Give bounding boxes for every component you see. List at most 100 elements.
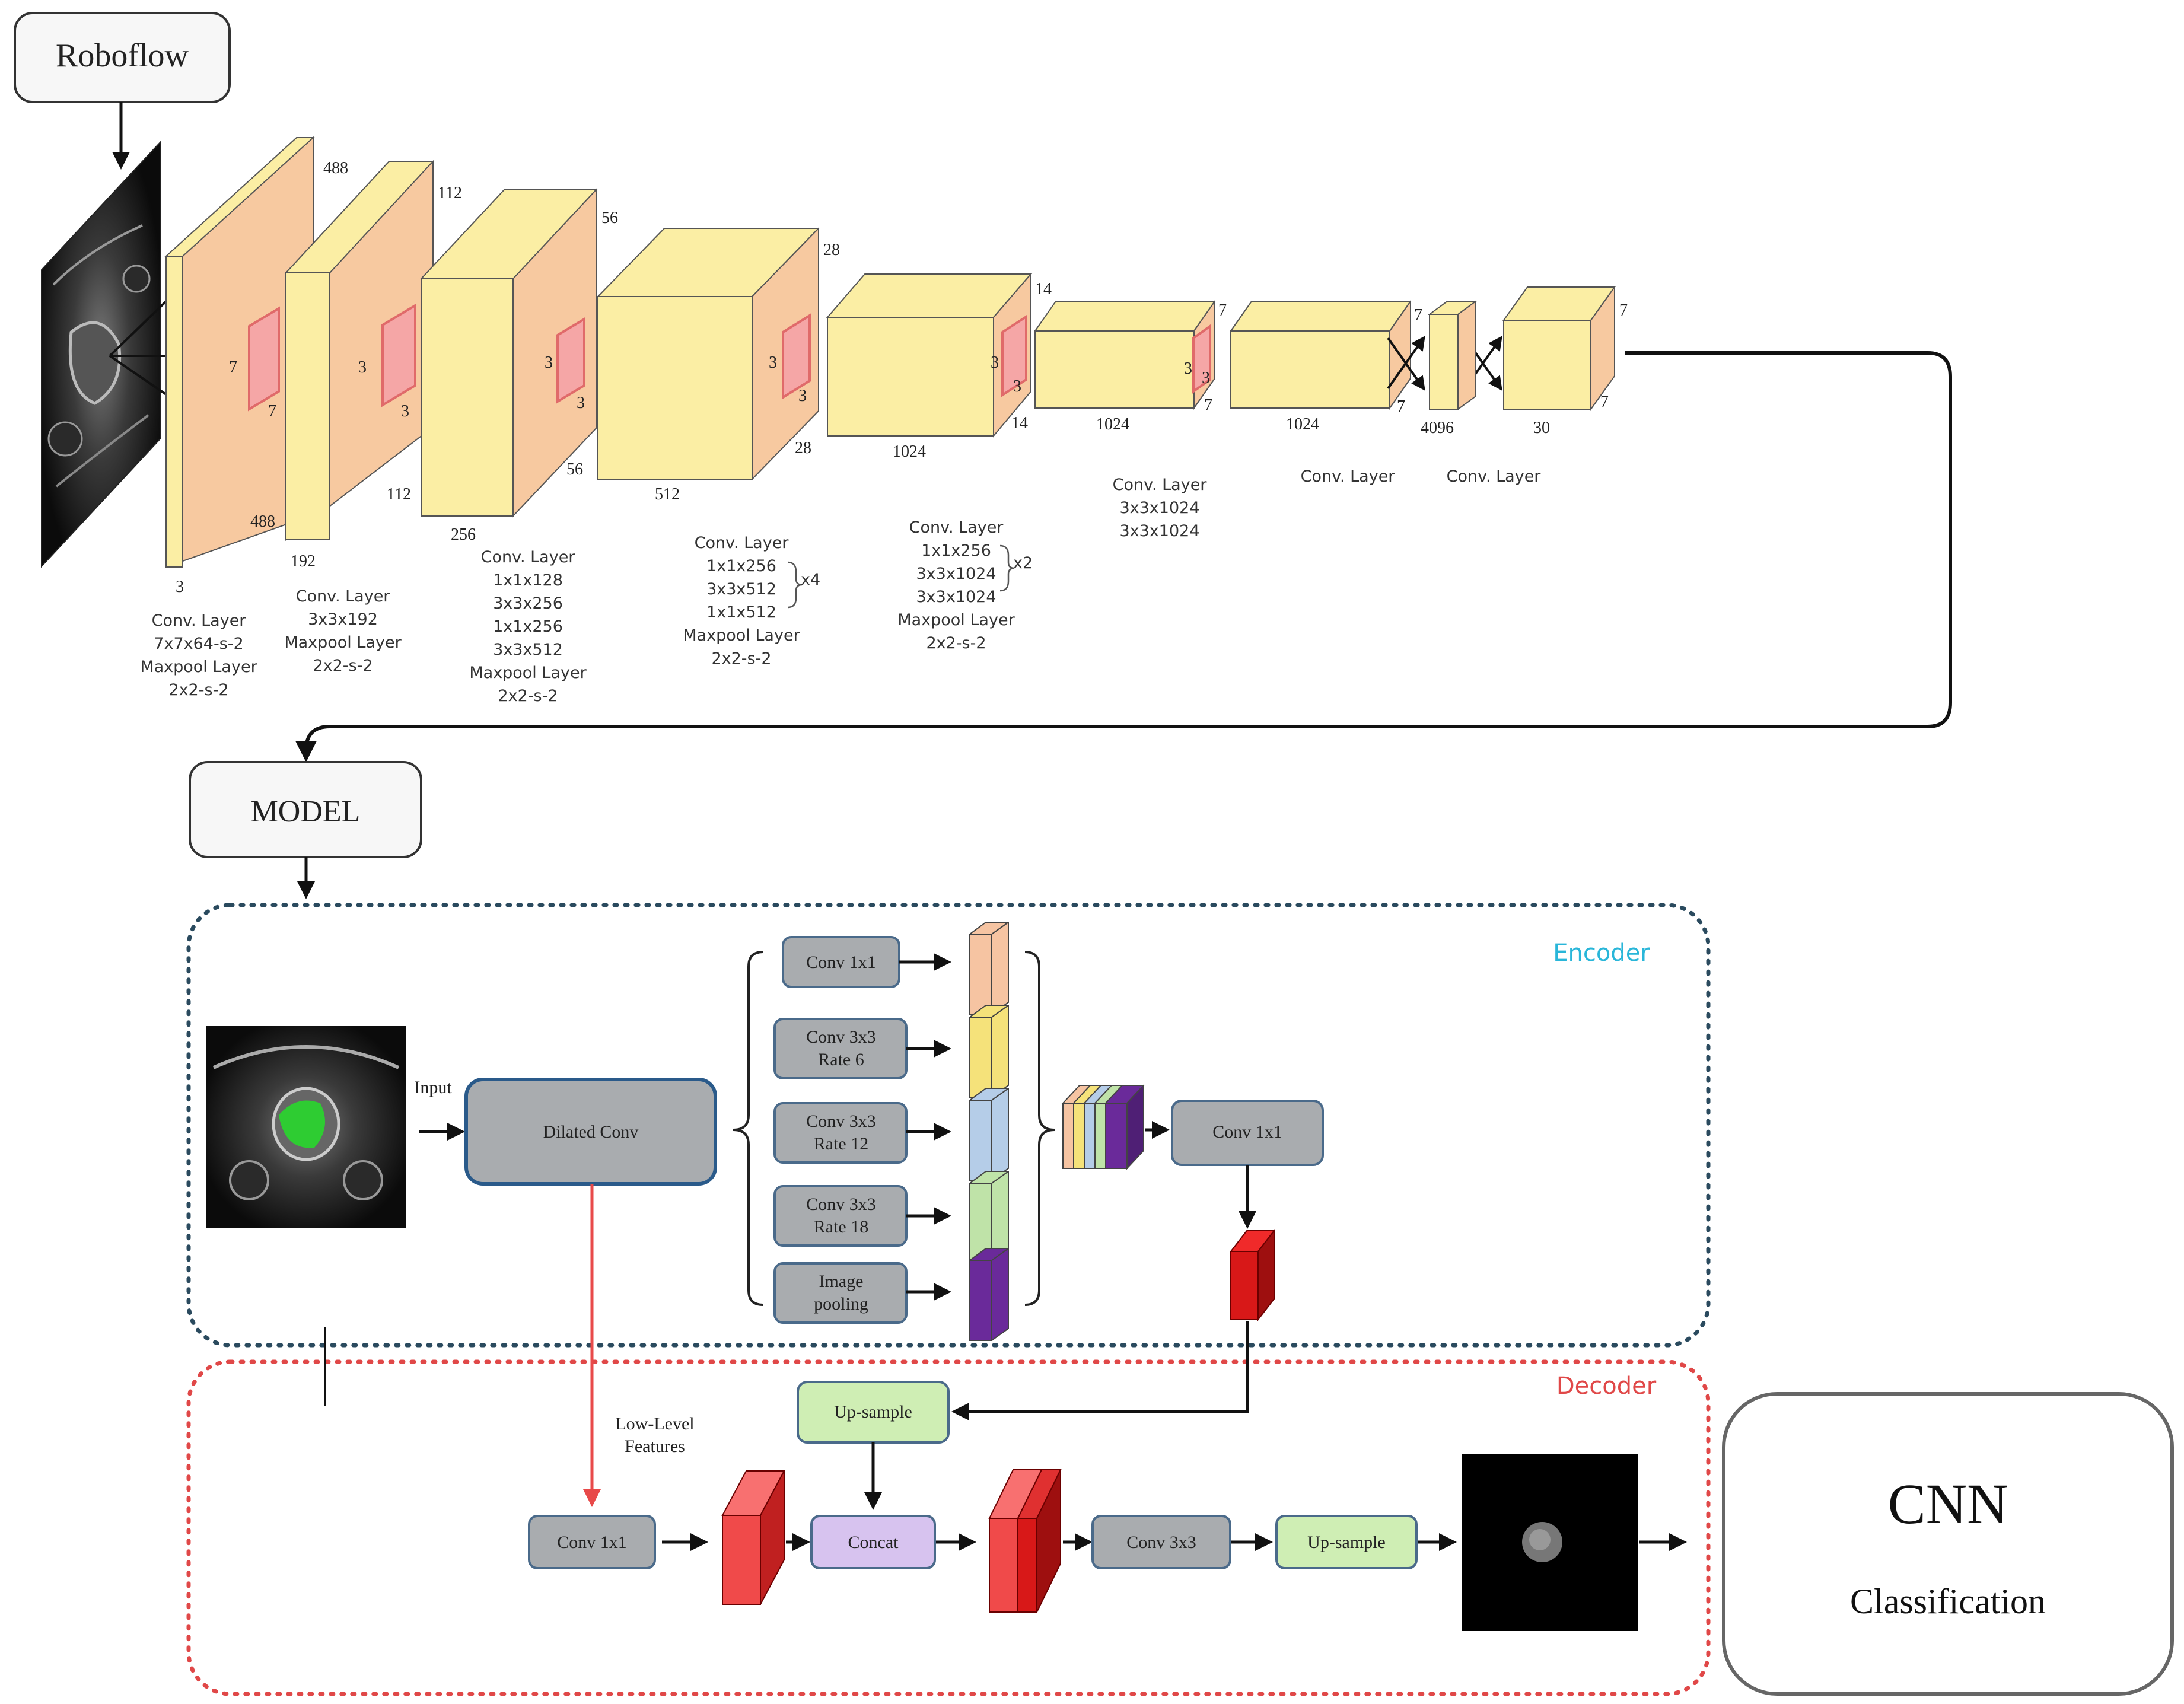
decoder-concat-box: Concat [810, 1515, 936, 1569]
svg-text:Conv 1x1: Conv 1x1 [557, 1533, 627, 1552]
aspp-branch-1: Conv 1x1 [782, 922, 1009, 1015]
svg-text:3x3x512: 3x3x512 [493, 641, 563, 659]
layer4-kernel-b: 3 [798, 387, 807, 405]
layer8-dim: 4096 [1421, 419, 1454, 437]
svg-text:2x2-s-2: 2x2-s-2 [313, 657, 373, 675]
layer7-caption: Conv. Layer [1301, 467, 1396, 486]
roboflow-label: Roboflow [56, 37, 189, 74]
low-level-label-1: Low-Level [615, 1414, 694, 1434]
model-box: MODEL [189, 761, 422, 858]
svg-text:3x3x256: 3x3x256 [493, 594, 563, 613]
mri-input-image [41, 141, 161, 568]
layer2-dim-top: 112 [438, 184, 462, 202]
aspp-concat-stack [1061, 1084, 1145, 1170]
svg-text:Maxpool Layer: Maxpool Layer [284, 633, 402, 652]
aspp-branch-3: Conv 3x3 Rate 12 [773, 1088, 1009, 1181]
input-label: Input [414, 1078, 452, 1097]
layer9-dim-top: 7 [1619, 301, 1628, 320]
svg-text:1x1x256: 1x1x256 [921, 542, 991, 560]
layer4-caption: Conv. Layer 1x1x256 3x3x512 1x1x512 Maxp… [683, 534, 820, 668]
layer5-dim-depth: 1024 [893, 442, 926, 461]
fc-block-4096 [1427, 300, 1478, 410]
decoder-low-level-block [721, 1470, 785, 1605]
cnn-classification-box: CNN Classification [1722, 1392, 2174, 1696]
conv-block-2 [284, 160, 435, 542]
layer9-dim-depth: 30 [1533, 419, 1550, 437]
layer6-kernel-a: 3 [1184, 359, 1192, 378]
dilated-conv-box: Dilated Conv [464, 1078, 717, 1186]
encoder-conv1x1-box: Conv 1x1 [1171, 1100, 1324, 1166]
decoder-concat-block [988, 1469, 1062, 1613]
decoder-upsample-box: Up-sample [1275, 1515, 1418, 1569]
svg-text:Conv 1x1: Conv 1x1 [806, 953, 876, 972]
svg-text:Conv 3x3: Conv 3x3 [1126, 1533, 1196, 1552]
cnn-subtitle: Classification [1850, 1582, 2046, 1621]
encoder-output-block [1229, 1229, 1276, 1321]
model-label: MODEL [251, 795, 361, 829]
aspp-branch-2: Conv 3x3 Rate 6 [773, 1005, 1009, 1098]
decoder-upsample-top-box: Up-sample [797, 1381, 950, 1444]
svg-text:3x3x1024: 3x3x1024 [916, 588, 996, 606]
svg-text:1x1x256: 1x1x256 [493, 617, 563, 636]
svg-text:Up-sample: Up-sample [834, 1402, 912, 1422]
decoder-frame [186, 1359, 1711, 1696]
aspp-left-brace [733, 951, 763, 1306]
svg-text:pooling: pooling [814, 1294, 868, 1314]
decoder-conv1x1-box: Conv 1x1 [528, 1515, 656, 1569]
layer4-kernel-a: 3 [769, 353, 777, 372]
conv-block-3 [419, 188, 598, 518]
svg-text:2x2-s-2: 2x2-s-2 [498, 687, 558, 705]
svg-text:Maxpool Layer: Maxpool Layer [469, 664, 587, 682]
layer1-kernel-a: 7 [229, 358, 237, 377]
layer4-repeat: x4 [801, 571, 820, 589]
svg-text:3x3x1024: 3x3x1024 [1119, 522, 1199, 540]
layer1-kernel-b: 7 [268, 402, 276, 421]
aspp-branch-5: Image pooling [773, 1248, 1009, 1341]
conv-block-6 [1034, 299, 1216, 410]
layer2-kernel-b: 3 [401, 402, 409, 421]
layer6-dim-top: 7 [1218, 301, 1227, 320]
svg-text:2x2-s-2: 2x2-s-2 [926, 634, 986, 652]
conv-block-4 [596, 227, 820, 481]
layer4-dim-depth: 512 [655, 485, 680, 504]
layer1-caption: Conv. Layer 7x7x64-s-2 Maxpool Layer 2x2… [140, 611, 257, 699]
cnn-title: CNN [1888, 1472, 2008, 1536]
layer1-dim-depth: 3 [176, 578, 184, 596]
svg-text:7x7x64-s-2: 7x7x64-s-2 [154, 635, 243, 653]
svg-text:3x3x1024: 3x3x1024 [916, 565, 996, 583]
svg-text:3x3x512: 3x3x512 [706, 580, 776, 598]
layer8-caption: Conv. Layer [1447, 467, 1542, 486]
svg-text:1x1x512: 1x1x512 [706, 603, 776, 622]
layer5-caption: Conv. Layer 1x1x256 3x3x1024 3x3x1024 Ma… [897, 518, 1033, 652]
encoder-input-image [206, 1026, 406, 1228]
svg-text:Conv 3x3: Conv 3x3 [806, 1111, 876, 1131]
encoder-to-upsample-arrow [951, 1321, 1249, 1420]
roboflow-box: Roboflow [14, 12, 231, 103]
layer3-dim-bottom: 56 [566, 460, 583, 479]
layer3-dim-top: 56 [601, 209, 618, 227]
layer2-caption: Conv. Layer 3x3x192 Maxpool Layer 2x2-s-… [284, 587, 402, 675]
decoder-label: Decoder [1556, 1372, 1657, 1400]
segmentation-output-image [1462, 1454, 1638, 1631]
layer7-dim-top: 7 [1414, 306, 1422, 324]
svg-text:Image: Image [819, 1272, 864, 1291]
layer2-dim-depth: 192 [291, 552, 316, 571]
layer4-dim-top: 28 [823, 241, 840, 259]
svg-text:Conv. Layer: Conv. Layer [1113, 476, 1208, 494]
svg-text:Conv. Layer: Conv. Layer [481, 548, 576, 566]
conv-block-7 [1230, 299, 1412, 410]
layer5-repeat: x2 [1013, 554, 1033, 572]
layer3-caption: Conv. Layer 1x1x128 3x3x256 1x1x256 3x3x… [469, 548, 587, 705]
svg-text:Conv. Layer: Conv. Layer [152, 611, 247, 630]
low-level-label-2: Features [625, 1437, 685, 1456]
layer6-kernel-b: 3 [1202, 369, 1210, 387]
svg-text:Conv 3x3: Conv 3x3 [806, 1027, 876, 1047]
layer6-dim-depth: 1024 [1096, 415, 1129, 434]
layer3-dim-depth: 256 [451, 525, 476, 544]
conv-block-9 [1502, 285, 1616, 412]
svg-text:Conv. Layer: Conv. Layer [296, 587, 391, 606]
svg-text:Rate 18: Rate 18 [814, 1217, 868, 1237]
conv-block-5 [826, 272, 1033, 438]
aspp-right-brace [1024, 951, 1055, 1306]
